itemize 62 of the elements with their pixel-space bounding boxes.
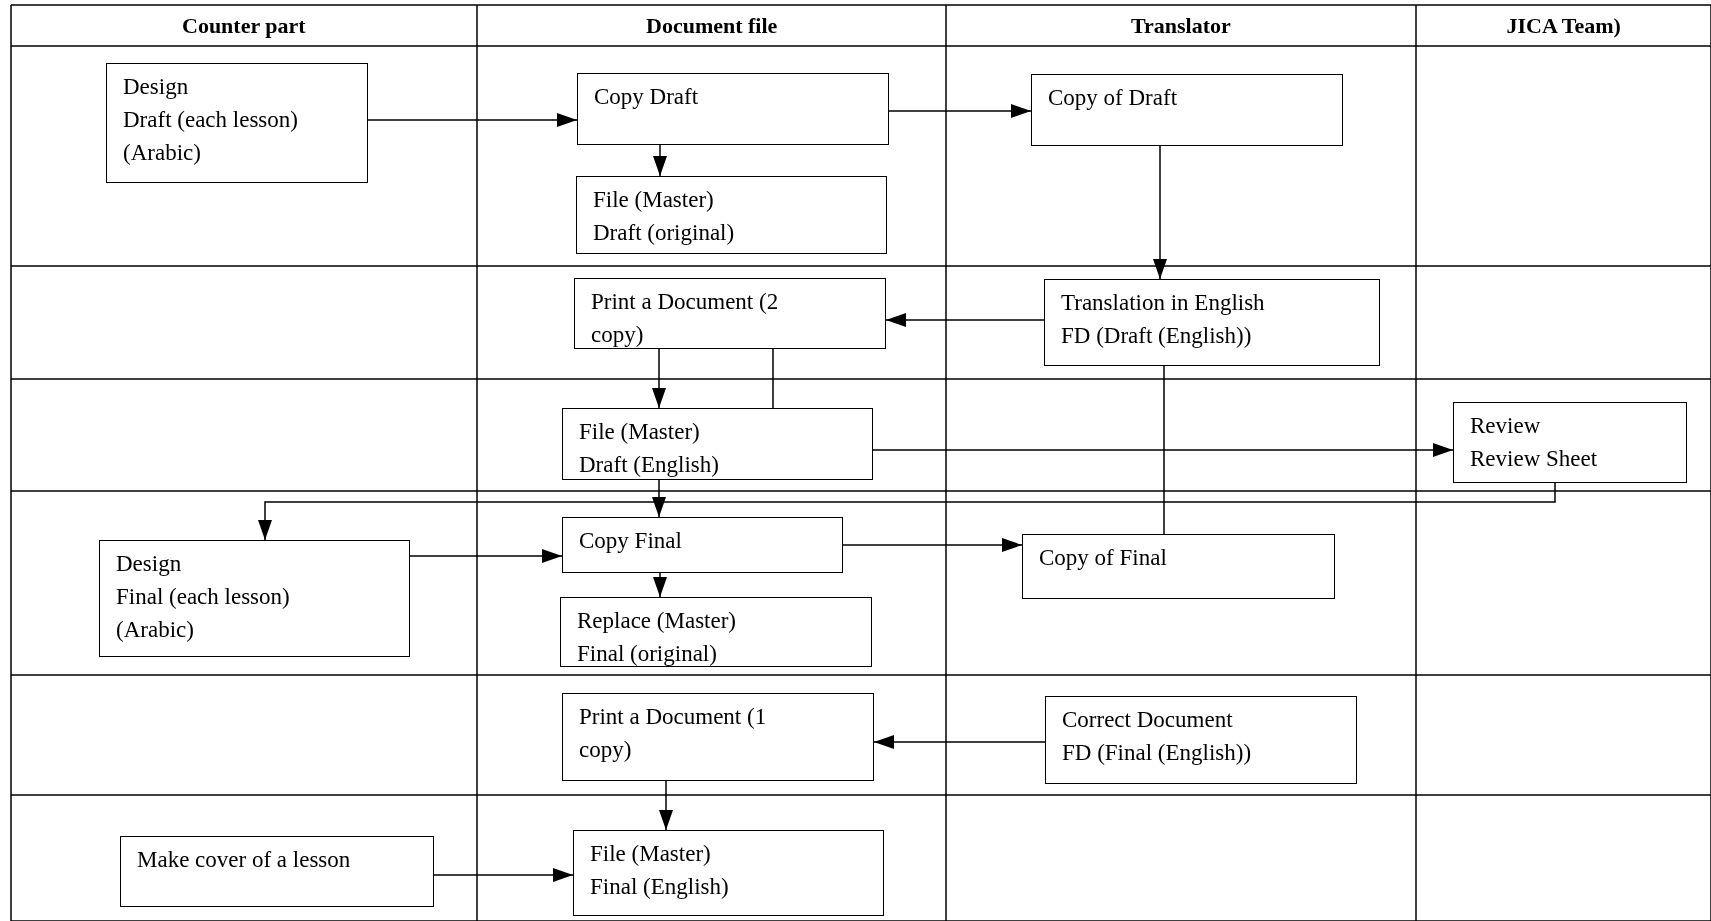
- box-text: Draft (each lesson) (Arabic): [123, 106, 299, 167]
- column-header: Counter part: [182, 12, 306, 40]
- arrow: [433, 868, 574, 882]
- box-text: Copy of Draft: [1048, 84, 1178, 112]
- box-text: File (Master): [590, 840, 711, 868]
- box-text: Draft (original): [593, 219, 735, 247]
- box-text: Review Sheet: [1470, 445, 1598, 473]
- column-header: JICA Team): [1506, 12, 1621, 40]
- arrow: [1153, 145, 1167, 280]
- arrow: [873, 735, 1046, 749]
- box-text: Final (English): [590, 873, 729, 901]
- process-box: [577, 73, 889, 145]
- process-box: [1031, 74, 1343, 146]
- process-box: [99, 540, 410, 657]
- arrow: [652, 479, 666, 518]
- process-box: [106, 63, 368, 183]
- box-text: FD (Final (English)): [1062, 739, 1252, 767]
- box-text: Translation in English: [1061, 289, 1265, 317]
- arrow: [888, 104, 1032, 118]
- arrow: [659, 780, 673, 831]
- box-text: FD (Draft (English)): [1061, 322, 1252, 350]
- arrow: [409, 549, 563, 563]
- process-box: [562, 408, 873, 480]
- column-header: Document file: [646, 12, 778, 40]
- box-text: Copy Final: [579, 527, 682, 555]
- box-text: Design: [123, 73, 189, 101]
- box-text: Replace (Master): [577, 607, 736, 635]
- box-text: Print a Document (1 copy): [579, 703, 768, 764]
- box-text: Copy of Final: [1039, 544, 1167, 572]
- process-box: [1022, 534, 1335, 599]
- process-box: [1453, 402, 1687, 483]
- box-text: Final (each lesson) (Arabic): [116, 583, 291, 644]
- box-text: Draft (English): [579, 451, 719, 479]
- process-box: [1044, 279, 1380, 366]
- box-text: File (Master): [579, 418, 700, 446]
- arrow: [653, 572, 667, 598]
- process-box: [576, 176, 887, 254]
- box-text: Make cover of a lesson: [137, 846, 351, 874]
- box-text: Correct Document: [1062, 706, 1233, 734]
- arrow: [872, 443, 1454, 457]
- process-box: [574, 278, 886, 349]
- arrow: [652, 348, 666, 409]
- box-text: Design: [116, 550, 182, 578]
- box-text: Copy Draft: [594, 83, 699, 111]
- process-box: [120, 836, 434, 907]
- connector-line: [1163, 365, 1165, 535]
- process-box: [562, 693, 874, 781]
- box-text: File (Master): [593, 186, 714, 214]
- process-box: [573, 830, 884, 916]
- arrow: [842, 538, 1023, 552]
- column-header: Translator: [1131, 12, 1231, 40]
- arrow: [885, 313, 1045, 327]
- arrow: [258, 482, 1556, 541]
- arrow: [367, 113, 578, 127]
- connector-line: [772, 348, 774, 409]
- arrow: [653, 144, 667, 177]
- box-text: Review: [1470, 412, 1541, 440]
- box-text: Print a Document (2 copy): [591, 288, 780, 349]
- box-text: Final (original): [577, 640, 717, 668]
- process-box: [560, 597, 872, 667]
- process-box: [1045, 696, 1357, 784]
- process-box: [562, 517, 843, 573]
